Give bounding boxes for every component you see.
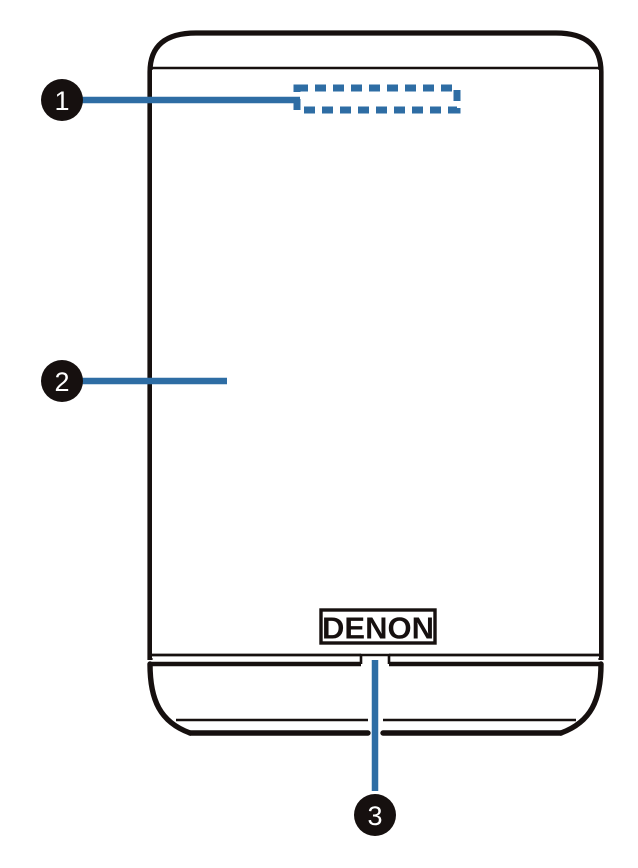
callout-1-label: 1: [54, 86, 69, 116]
callout-2-circle[interactable]: [41, 360, 83, 402]
speaker-body-panel: [152, 70, 599, 658]
speaker-base-left-curve: [147, 661, 193, 736]
callout-2-label: 2: [54, 367, 69, 397]
denon-logo-border: [319, 608, 437, 645]
callout-3-label: 3: [367, 801, 382, 831]
denon-logo: DENON: [319, 608, 437, 646]
callout-3-circle[interactable]: [354, 794, 396, 836]
callout-1[interactable]: 1: [41, 79, 83, 121]
callout-leader-lines: [72, 96, 379, 791]
callout-1-circle[interactable]: [41, 79, 83, 121]
status-indicator-notch: [359, 653, 391, 664]
speaker-illustration: DENON: [147, 30, 604, 736]
callout-2[interactable]: 2: [41, 360, 83, 402]
denon-logo-label: DENON: [322, 611, 434, 646]
speaker-base-right-curve: [558, 661, 604, 736]
callout-3[interactable]: 3: [354, 794, 396, 836]
